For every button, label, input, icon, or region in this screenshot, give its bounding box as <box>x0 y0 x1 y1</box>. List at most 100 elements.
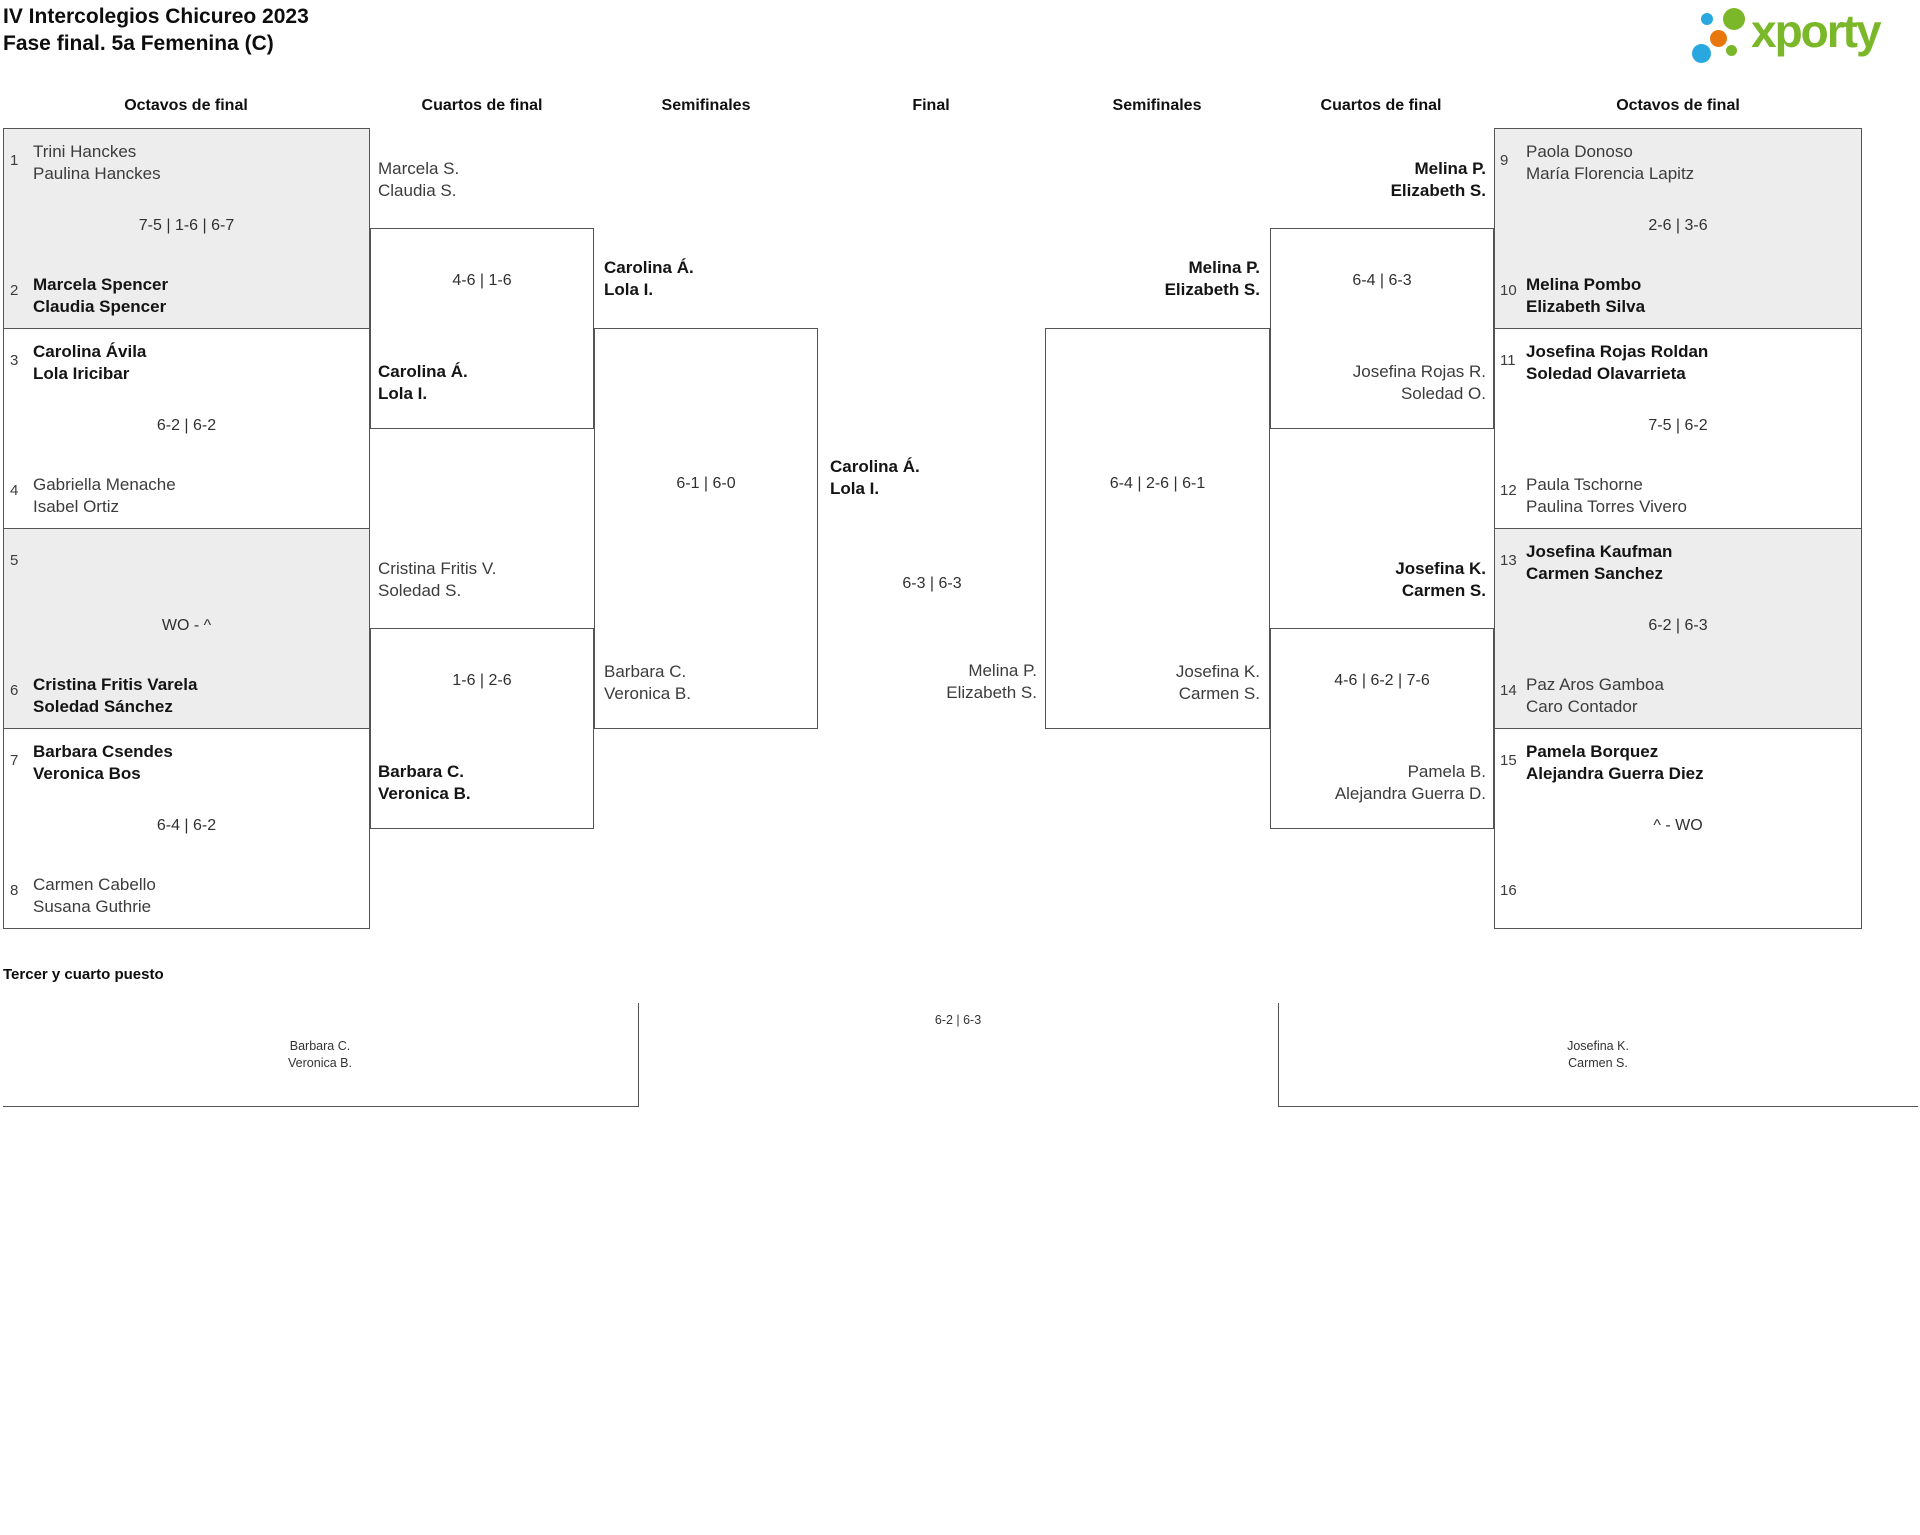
seed-number: 1 <box>10 152 19 169</box>
round-header-octavos-left: Octavos de final <box>124 97 248 114</box>
player-name: Josefina Rojas R. <box>1352 362 1486 381</box>
logo-wordmark: xporty <box>1751 5 1882 57</box>
player-name: Paola Donoso <box>1526 142 1633 161</box>
match-box <box>1494 328 1862 529</box>
bracket-line <box>1278 1003 1279 1107</box>
match-score: 7-5 | 6-2 <box>1648 417 1708 434</box>
player-name: Carmen S. <box>1178 684 1260 703</box>
player-name: Josefina K. <box>1395 559 1486 578</box>
player-name: Elizabeth S. <box>1390 181 1486 200</box>
match-score: 2-6 | 3-6 <box>1648 217 1708 234</box>
player-name: Elizabeth S. <box>946 683 1037 702</box>
player-name: Lola Iricibar <box>33 364 130 383</box>
seed-number: 7 <box>10 752 19 769</box>
match-score: WO - ^ <box>161 617 212 634</box>
player-name: Lola I. <box>830 479 880 498</box>
team-names: Carmen Cabello Susana Guthrie <box>33 874 156 918</box>
player-name: Carmen S. <box>1568 1056 1628 1070</box>
player-name: Melina Pombo <box>1526 275 1642 294</box>
match-box <box>1270 228 1494 429</box>
third-place-score: 6-2 | 6-3 <box>934 1013 982 1027</box>
player-name: Veronica B. <box>378 784 471 803</box>
seed-number: 12 <box>1500 482 1517 499</box>
bracket-line <box>638 1003 639 1107</box>
player-name: Pamela Borquez <box>1526 742 1659 761</box>
player-name: Carmen S. <box>1401 581 1486 600</box>
player-name: Josefina Rojas Roldan <box>1526 342 1709 361</box>
match-box <box>1494 728 1862 929</box>
round-header-final: Final <box>912 97 950 114</box>
seed-number: 5 <box>10 552 19 569</box>
player-name: Melina P. <box>968 661 1037 680</box>
player-name: Melina P. <box>1188 258 1261 277</box>
player-name: Josefina K. <box>1175 662 1260 681</box>
logo-dot-icon <box>1692 44 1711 63</box>
match-score: 6-2 | 6-2 <box>156 417 217 434</box>
seed-number: 13 <box>1500 552 1517 569</box>
match-box <box>370 228 594 429</box>
team-names: Carolina Á. Lola I. <box>604 257 694 301</box>
team-names: Pamela Borquez Alejandra Guerra Diez <box>1526 741 1704 785</box>
match-score: 6-4 | 6-3 <box>1352 272 1412 289</box>
team-names: Carolina Á. Lola I. <box>378 361 468 405</box>
team-names: Marcela S. Claudia S. <box>378 158 459 202</box>
logo-dot-icon <box>1726 45 1737 56</box>
player-name: Barbara Csendes <box>33 742 173 761</box>
seed-number: 15 <box>1500 752 1517 769</box>
match-box <box>3 728 370 929</box>
team-names: Melina Pombo Elizabeth Silva <box>1526 274 1645 318</box>
player-name: Veronica B. <box>288 1056 352 1070</box>
player-name: Josefina K. <box>1567 1039 1629 1053</box>
player-name: Elizabeth S. <box>1164 280 1260 299</box>
match-score: 1-6 | 2-6 <box>452 672 512 689</box>
player-name: Elizabeth Silva <box>1526 297 1646 316</box>
team-names: Josefina K. Carmen S. <box>1060 661 1260 705</box>
logo-dot-icon <box>1723 8 1745 30</box>
team-names: Paz Aros Gamboa Caro Contador <box>1526 674 1664 718</box>
player-name: María Florencia Lapitz <box>1526 164 1695 183</box>
round-header-semis-right: Semifinales <box>1112 97 1202 114</box>
player-name: Carmen Cabello <box>33 875 156 894</box>
team-names: Barbara Csendes Veronica Bos <box>33 741 173 785</box>
match-score: 7-5 | 1-6 | 6-7 <box>138 217 235 234</box>
player-name: Cristina Fritis V. <box>378 559 497 578</box>
player-name: Isabel Ortiz <box>33 497 119 516</box>
page-title: IV Intercolegios Chicureo 2023 Fase fina… <box>3 3 309 57</box>
player-name: Carolina Á. <box>830 457 920 476</box>
player-name: Susana Guthrie <box>33 897 152 916</box>
team-names: Cristina Fritis V. Soledad S. <box>378 558 496 602</box>
team-names: Melina P. Elizabeth S. <box>1060 257 1260 301</box>
player-name: Caro Contador <box>1526 697 1638 716</box>
match-box <box>594 328 818 729</box>
seed-number: 9 <box>1500 152 1509 169</box>
round-header-semis-left: Semifinales <box>661 97 751 114</box>
match-box <box>370 628 594 829</box>
seed-number: 8 <box>10 882 19 899</box>
match-box <box>3 328 370 529</box>
bracket-line <box>1278 1106 1918 1107</box>
match-score: 6-2 | 6-3 <box>1648 617 1708 634</box>
round-header-cuartos-right: Cuartos de final <box>1320 97 1442 114</box>
match-box <box>1494 128 1862 329</box>
player-name: Barbara C. <box>378 762 464 781</box>
logo-dot-icon <box>1710 30 1727 47</box>
round-header-octavos-right: Octavos de final <box>1616 97 1740 114</box>
player-name: Lola I. <box>378 384 428 403</box>
player-name: Marcela S. <box>378 159 460 178</box>
logo-dot-icon <box>1701 13 1713 25</box>
player-name: Paulina Hanckes <box>33 164 161 183</box>
team-names: Gabriella Menache Isabel Ortiz <box>33 474 176 518</box>
seed-number: 2 <box>10 282 19 299</box>
team-names: Josefina Kaufman Carmen Sanchez <box>1526 541 1672 585</box>
player-name: Trini Hanckes <box>33 142 137 161</box>
third-place-team-right: Josefina K. Carmen S. <box>1398 1038 1798 1072</box>
team-names: Josefina Rojas Roldan Soledad Olavarriet… <box>1526 341 1708 385</box>
player-name: Pamela B. <box>1407 762 1486 781</box>
seed-number: 3 <box>10 352 19 369</box>
seed-number: 6 <box>10 682 19 699</box>
player-name: Veronica Bos <box>33 764 141 783</box>
tournament-title: IV Intercolegios Chicureo 2023 <box>3 5 309 28</box>
seed-number: 16 <box>1500 882 1517 899</box>
player-name: Melina P. <box>1414 159 1487 178</box>
